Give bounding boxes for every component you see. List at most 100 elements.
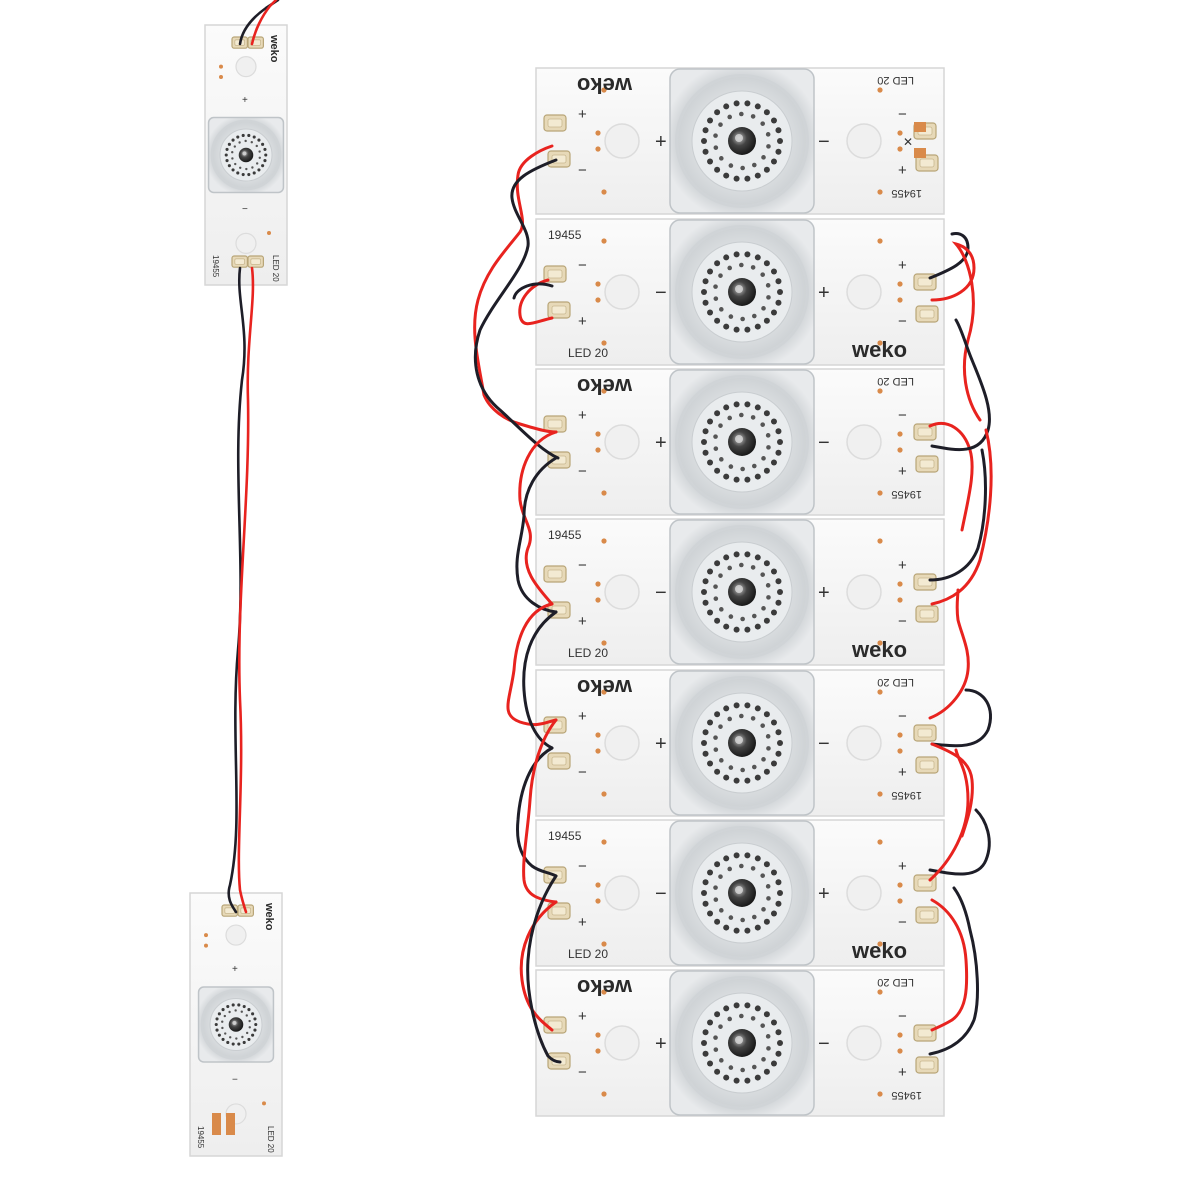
lens-dot (744, 1077, 751, 1084)
lens-dot (744, 175, 751, 182)
lens-dot (775, 299, 782, 306)
lens-dot (242, 1040, 246, 1045)
lens-dot (733, 100, 740, 107)
svg-text:−: − (578, 257, 587, 274)
polarity-mark: − (818, 1033, 830, 1055)
lens-dot (733, 175, 740, 182)
svg-text:✕: ✕ (903, 135, 913, 149)
lens-dot (775, 729, 782, 736)
lens-dot (770, 1060, 777, 1067)
svg-text:−: − (898, 407, 907, 424)
lens-dot (775, 578, 782, 585)
polarity-mark: − (655, 282, 667, 304)
svg-text:+: + (578, 708, 587, 725)
lens-dot (777, 890, 783, 896)
brand-logo: weko (577, 675, 633, 700)
lens-dot (714, 109, 721, 116)
lens-dot (707, 719, 714, 726)
lens-dot (221, 1037, 225, 1041)
lens-dot (707, 418, 714, 425)
svg-text:+: + (578, 914, 587, 931)
lens-dot (770, 719, 777, 726)
mount-hole (604, 274, 640, 310)
lens-dot (723, 924, 730, 931)
svg-text:+: + (898, 764, 907, 781)
lens-dot (763, 711, 770, 718)
brand-logo: weko (851, 337, 907, 362)
lens-dot (702, 879, 709, 886)
wire-connector (543, 114, 567, 132)
svg-text:+: + (898, 1064, 907, 1081)
lens-dot (702, 428, 709, 435)
black-wire (928, 886, 979, 1056)
lens-dot (775, 1029, 782, 1036)
lens-dot (702, 599, 709, 606)
lens-dot (217, 1012, 221, 1016)
wire-connector (547, 752, 571, 770)
lens-dot (754, 554, 761, 561)
red-wire (928, 748, 970, 882)
lens-dot (775, 900, 782, 907)
lens-dot (770, 309, 777, 316)
lens-dot (231, 1042, 235, 1046)
lens-dot (733, 702, 740, 709)
polarity-mark: − (818, 432, 830, 454)
lens-dot (714, 410, 721, 417)
lens-dot (763, 861, 770, 868)
wire-connector (913, 724, 937, 742)
svg-text:−: − (898, 613, 907, 630)
lens-dot (701, 1040, 707, 1046)
lens-dot (237, 1042, 241, 1046)
svg-text:−: − (578, 858, 587, 875)
lens-dot (707, 1060, 714, 1067)
red-wire (237, 266, 255, 914)
lens-dot (733, 326, 740, 333)
led-label: LED 20 (568, 646, 608, 660)
lens-dot (702, 299, 709, 306)
lens-dot (754, 1005, 761, 1012)
left-wire-pair-front (227, 0, 280, 914)
lens-dot (723, 323, 730, 330)
black-wire (515, 456, 558, 614)
lens-dot (237, 1003, 241, 1007)
lens-dot (733, 401, 740, 408)
lens-dot (777, 439, 783, 445)
red-wire (506, 602, 558, 727)
polarity-mark: + (655, 1033, 667, 1055)
red-wire (518, 278, 554, 326)
lens-dot (723, 855, 730, 862)
lens-dot (236, 135, 240, 139)
red-wire (519, 900, 558, 1032)
mount-hole (604, 725, 640, 761)
lens-dot (733, 626, 740, 633)
lens-dot (702, 449, 709, 456)
lens-dot (701, 740, 707, 746)
lens-dot (763, 560, 770, 567)
lens-dot (723, 103, 730, 110)
lens-dot (744, 476, 751, 483)
board-code: 19455 (891, 789, 922, 801)
svg-text:−: − (578, 162, 587, 179)
black-wire (512, 282, 554, 300)
lens-dot (252, 171, 256, 175)
wire-connector (915, 605, 939, 623)
lens-dot (744, 777, 751, 784)
svg-text:+: + (578, 106, 587, 123)
lens-dot (723, 473, 730, 480)
lens-dot (714, 1068, 721, 1075)
board-code: 19455 (891, 1089, 922, 1101)
mount-hole (604, 875, 640, 911)
lens-dot (257, 138, 261, 142)
lens-dot (754, 473, 761, 480)
led-label: LED 20 (877, 375, 914, 387)
led-label: LED 20 (877, 676, 914, 688)
svg-text:+: + (578, 313, 587, 330)
lens-dot (733, 927, 740, 934)
lens-dot (770, 910, 777, 917)
wire-connector (543, 265, 567, 283)
lens-dot (723, 623, 730, 630)
wire-connector (231, 255, 248, 268)
polarity-mark: − (818, 131, 830, 153)
